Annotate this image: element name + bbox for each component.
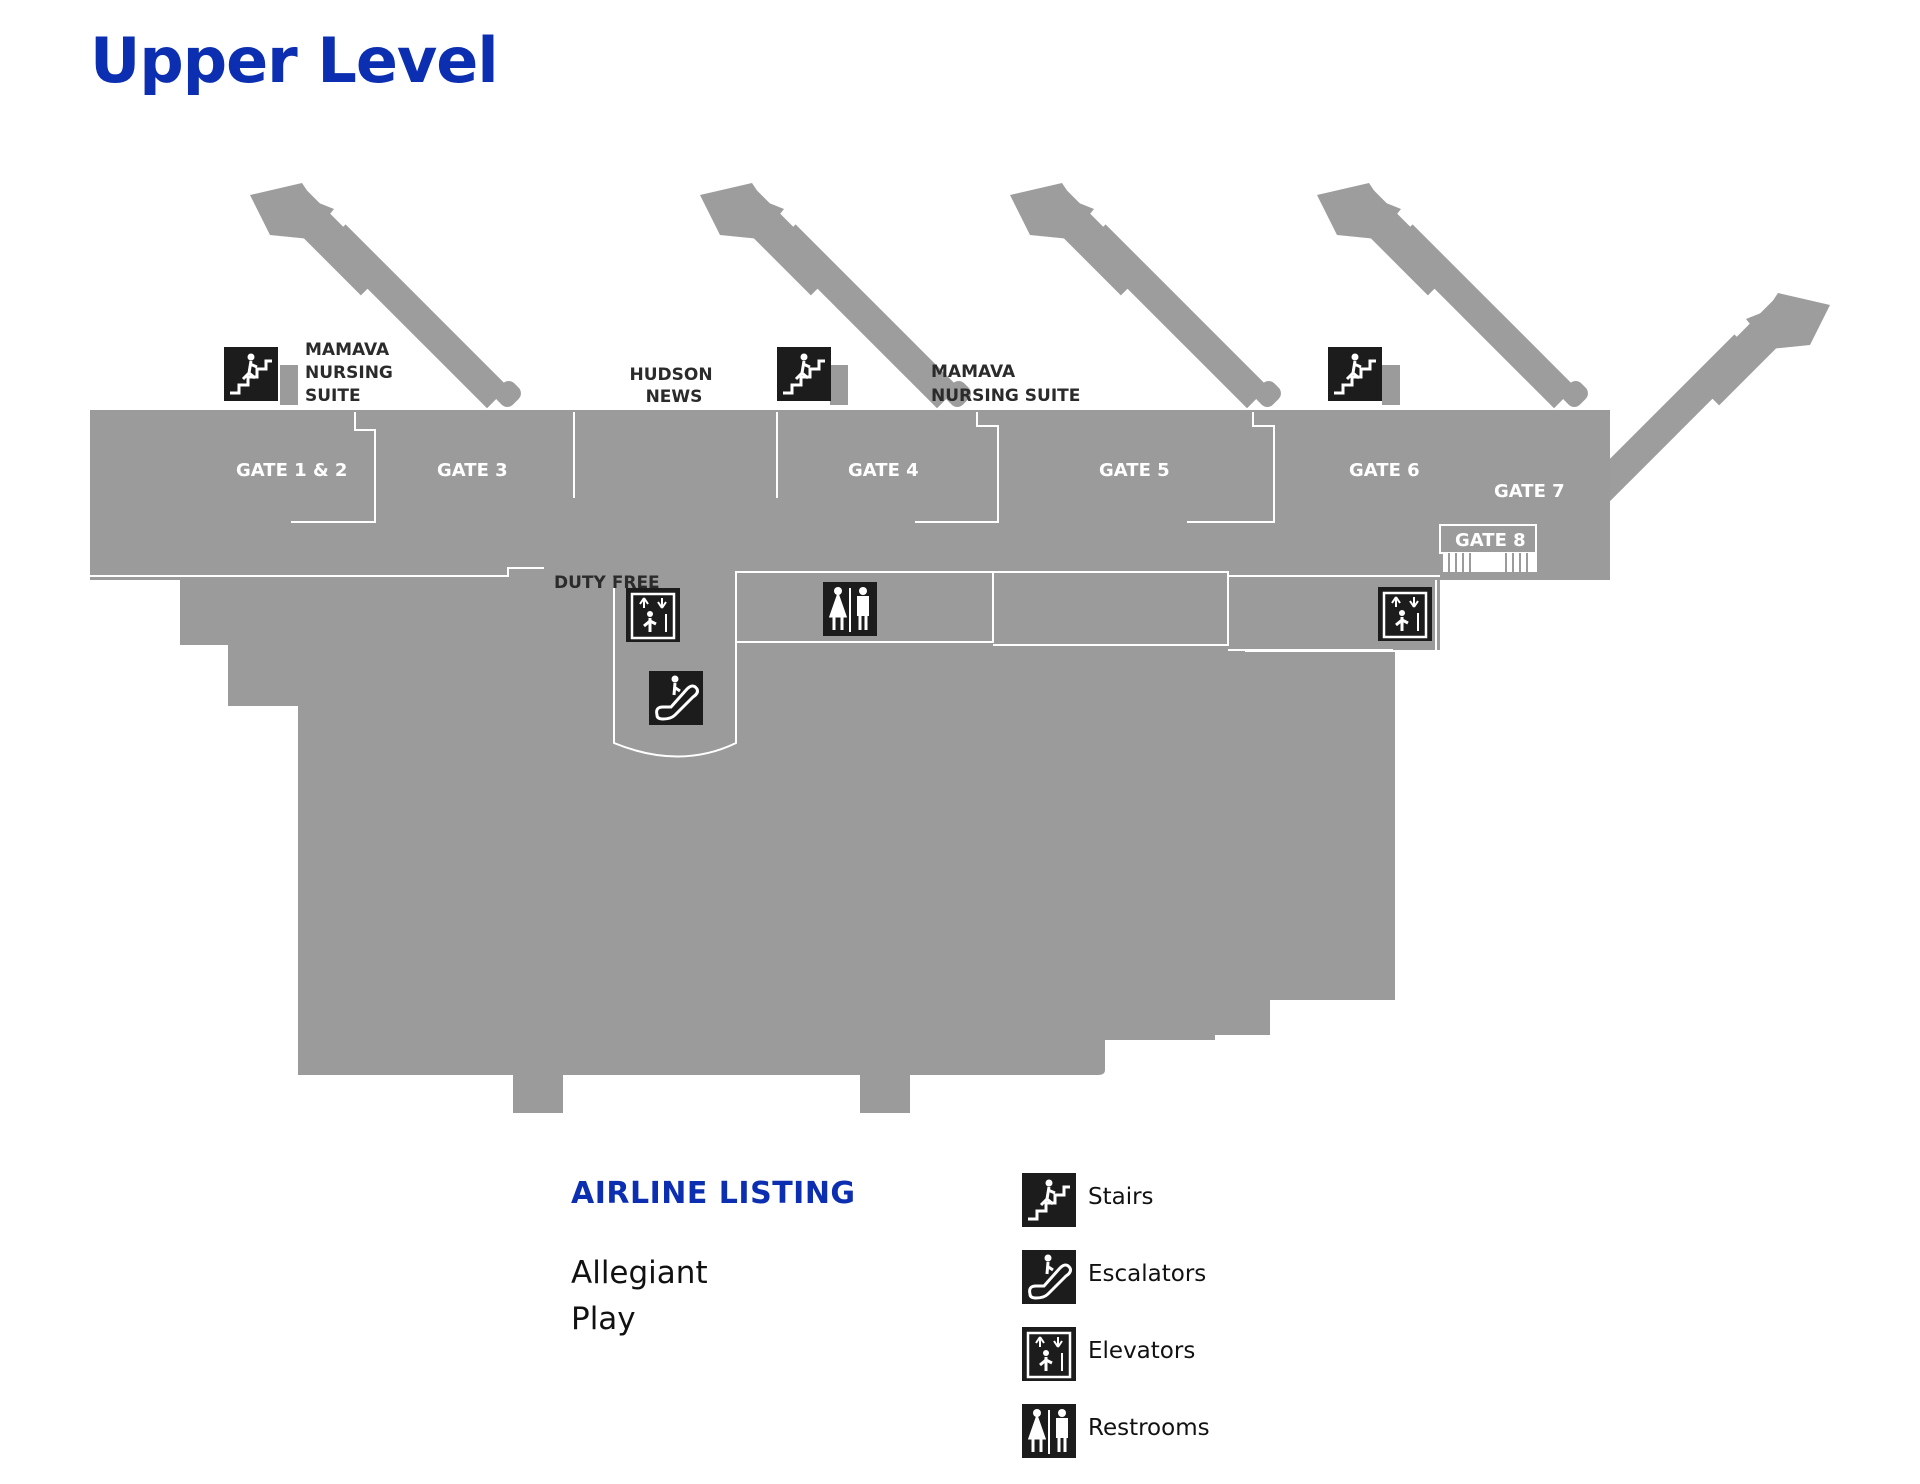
legend-label: Stairs — [1088, 1184, 1154, 1210]
terminal-floor — [90, 365, 1610, 1113]
gate-3-label: GATE 3 — [437, 460, 508, 481]
gate-1-2-label: GATE 1 & 2 — [236, 460, 347, 481]
poi-labels: MAMAVA NURSING SUITE HUDSON NEWS MAMAVA … — [305, 340, 1080, 593]
gate-6-label: GATE 6 — [1349, 460, 1420, 481]
hudson-news-label: HUDSON NEWS — [630, 365, 719, 407]
elevator-icon — [1022, 1326, 1076, 1382]
gate-labels: GATE 1 & 2 GATE 3 GATE 4 GATE 5 GATE 6 G… — [236, 460, 1565, 551]
terminal-floor-map: GATE 1 & 2 GATE 3 GATE 4 GATE 5 GATE 6 G… — [90, 183, 1830, 1113]
gate-8-annex — [1439, 524, 1537, 572]
interior-walls — [90, 412, 1440, 758]
legend-label: Restrooms — [1088, 1415, 1210, 1441]
elevator-icon — [1376, 585, 1434, 643]
stairs-icon — [1326, 345, 1384, 403]
stairs-icon — [1022, 1172, 1076, 1228]
page-title: Upper Level — [90, 24, 499, 97]
gate-4-label: GATE 4 — [848, 460, 919, 481]
restroom-icon — [821, 580, 879, 638]
airline-item[interactable]: Play — [571, 1301, 636, 1337]
airline-listing-title: AIRLINE LISTING — [571, 1176, 856, 1211]
elevator-icon — [624, 586, 682, 644]
restroom-icon — [1022, 1403, 1076, 1459]
escalator-icon — [1022, 1249, 1076, 1305]
legend-label: Elevators — [1088, 1338, 1196, 1364]
airline-item[interactable]: Allegiant — [571, 1255, 708, 1291]
mamava-nursing-suite-2-label: MAMAVA NURSING SUITE — [931, 362, 1080, 406]
mamava-nursing-suite-1-label: MAMAVA NURSING SUITE — [305, 340, 399, 406]
jet-bridge-gate-5 — [1010, 183, 1285, 411]
stairs-icon — [775, 345, 833, 403]
stairs-icon — [222, 345, 280, 403]
legend-label: Escalators — [1088, 1261, 1207, 1287]
gate-5-label: GATE 5 — [1099, 460, 1170, 481]
airline-list: Allegiant Play — [571, 1250, 708, 1342]
escalator-icon — [647, 669, 705, 727]
gate-8-label: GATE 8 — [1455, 530, 1526, 551]
gate-7-label: GATE 7 — [1494, 481, 1565, 502]
